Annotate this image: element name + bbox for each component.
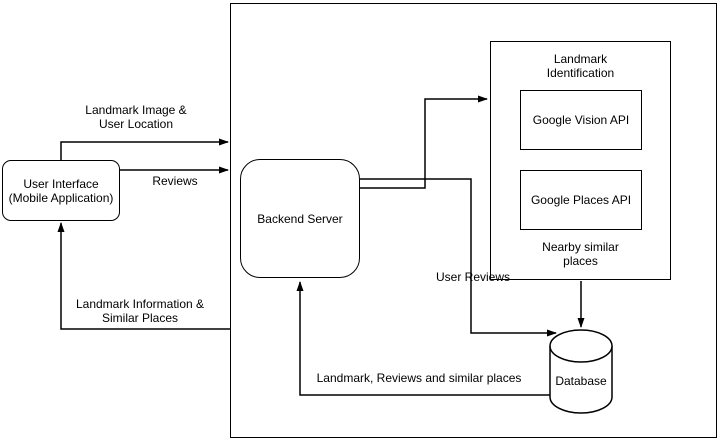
nearby-similar-places-label: Nearby similar places [490,240,671,268]
edge-label-reviews: Reviews [152,174,198,188]
edge-label-landmark-information: Landmark Information & Similar Places [50,297,230,325]
landmark-identification-title-line1: Landmark [553,52,608,66]
google-vision-api-box: Google Vision API [520,90,642,150]
backend-server-label: Backend Server [257,211,343,226]
backend-system-boundary [230,3,717,438]
edge-label-landmark-reviews-similar-places: Landmark, Reviews and similar places [316,371,522,385]
nearby-similar-places-line2: places [563,254,598,268]
user-interface-label-line1: User Interface [23,176,99,191]
database-label: Database [555,374,607,388]
database-cylinder [549,329,613,414]
arrow-database-to-backend [296,281,550,396]
google-vision-api-label: Google Vision API [532,113,630,127]
arrow-landmark-information [57,222,230,330]
arrow-landmark-image [60,138,229,160]
google-places-api-label: Google Places API [530,193,632,207]
edge-label-landmark-image-line2: User Location [98,117,174,131]
landmark-identification-title-line2: Identification [546,66,615,80]
edge-label-user-reviews: User Reviews [436,270,511,284]
google-places-api-box: Google Places API [520,170,642,230]
arrow-user-reviews [360,178,557,337]
edge-label-landmark-information-line1: Landmark Information & [75,297,205,311]
edge-label-landmark-image: Landmark Image & User Location [56,103,216,131]
user-interface-label-line2: (Mobile Application) [8,190,114,205]
edge-label-landmark-information-line2: Similar Places [101,311,179,325]
nearby-similar-places-line1: Nearby similar [542,240,619,254]
backend-server-box: Backend Server [240,159,360,278]
edge-label-landmark-image-line1: Landmark Image & [85,103,187,117]
arrow-backend-to-landmark-identification [360,95,488,189]
landmark-identification-box: Landmark Identification [490,41,671,280]
user-interface-box: User Interface (Mobile Application) [2,160,120,221]
